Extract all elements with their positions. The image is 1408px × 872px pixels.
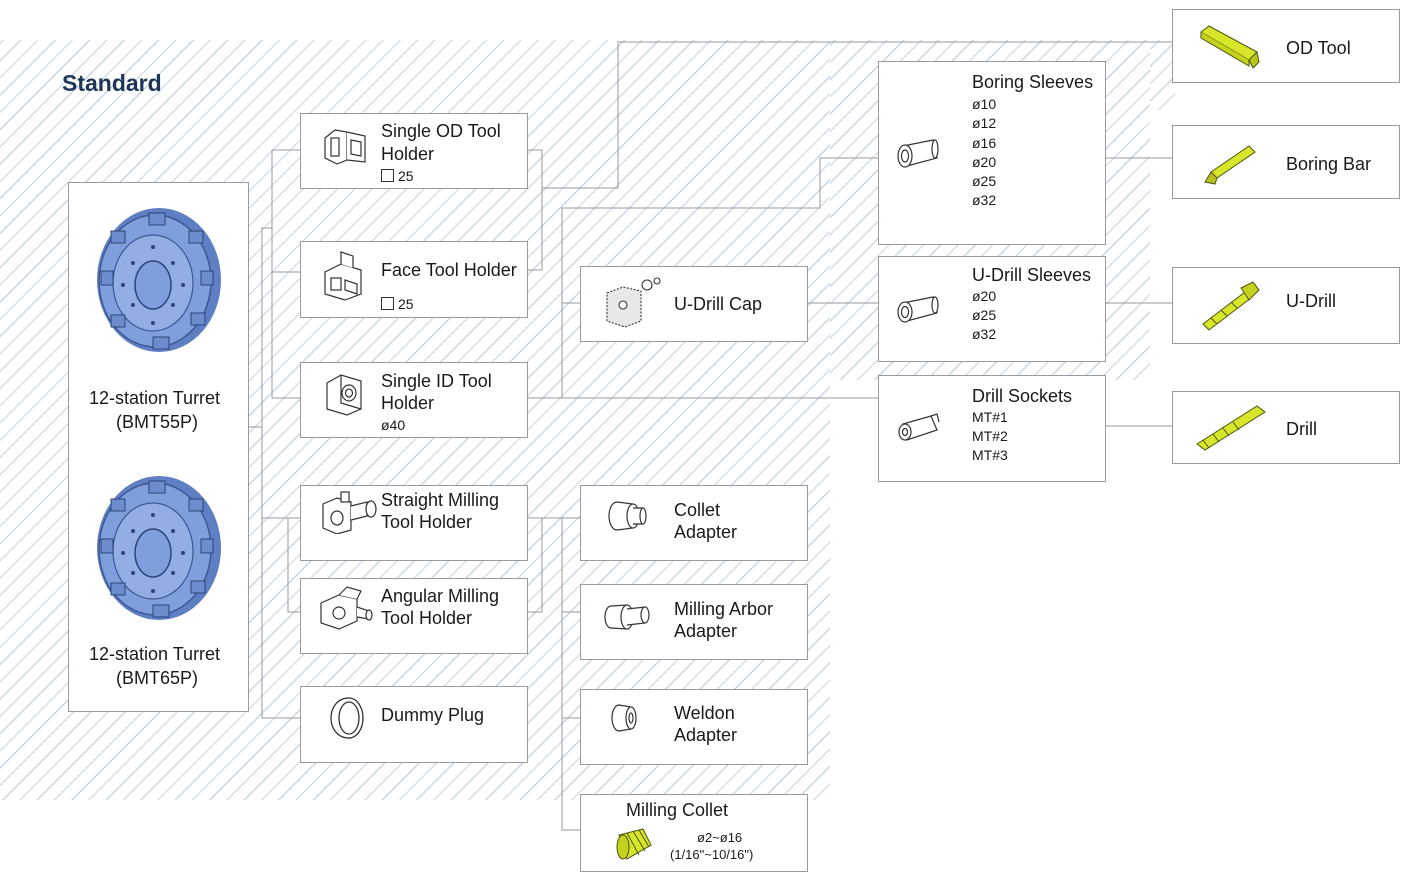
drill-tool-box[interactable]: Drill [1172, 391, 1400, 464]
udrill-sleeve-icon [893, 291, 945, 331]
angular-milling-line1: Angular Milling [381, 586, 500, 606]
boring-sleeve-size: ø12 [972, 115, 997, 131]
drill-tool-icon [1193, 402, 1269, 452]
collet-adapter-line1: Collet [674, 500, 721, 520]
angular-milling-line2: Tool Holder [381, 608, 473, 628]
boring-bar-label: Boring Bar [1286, 154, 1372, 174]
milling-arbor-line2: Adapter [674, 621, 738, 641]
milling-collet-spec2: (1/16"~10/16") [670, 847, 754, 862]
dummy-plug-icon [325, 695, 367, 741]
drill-sockets-label: Drill Sockets [972, 386, 1073, 406]
straight-milling-holder-icon [319, 490, 381, 534]
drill-socket-size: MT#3 [972, 447, 1008, 463]
single-id-holder-line2: Holder [381, 393, 435, 413]
turret-box[interactable]: 12-station Turret (BMT55P) 12-station Tu… [68, 182, 249, 712]
udrill-sleeves-label: U-Drill Sleeves [972, 265, 1092, 285]
single-id-holder-spec: ø40 [381, 417, 406, 433]
single-id-holder-line1: Single ID Tool [381, 371, 492, 391]
face-holder-icon [319, 250, 369, 302]
link-sleeves-tools [1106, 157, 1172, 427]
collet-adapter-line2: Adapter [674, 522, 738, 542]
collet-adapter-box[interactable]: Collet Adapter [580, 485, 808, 561]
boring-sleeve-size: ø32 [972, 192, 997, 208]
link-milling-adapters [527, 517, 580, 831]
link-id-sleeves [527, 157, 878, 399]
hatch-region-top [1150, 40, 1175, 110]
weldon-line1: Weldon [674, 703, 735, 723]
single-od-holder-spec: 25 [381, 167, 414, 186]
drill-socket-icon [893, 410, 945, 450]
single-od-holder-line1: Single OD Tool [381, 121, 501, 141]
udrill-sleeves-box[interactable]: U-Drill Sleeves ø20 ø25 ø32 [878, 256, 1106, 362]
square-icon [381, 169, 394, 182]
link-turret-holders [248, 149, 300, 719]
weldon-line2: Adapter [674, 725, 738, 745]
angular-milling-holder-box[interactable]: Angular Milling Tool Holder [300, 578, 528, 654]
milling-arbor-adapter-box[interactable]: Milling Arbor Adapter [580, 584, 808, 660]
single-od-tool-holder-box[interactable]: Single OD Tool Holder 25 [300, 113, 528, 189]
dummy-plug-box[interactable]: Dummy Plug [300, 686, 528, 763]
udrill-sleeve-size: ø32 [972, 326, 997, 342]
udrill-sleeve-size: ø25 [972, 307, 997, 323]
boring-sleeve-size: ø20 [972, 154, 997, 170]
od-tool-box[interactable]: OD Tool [1172, 9, 1400, 83]
straight-milling-holder-box[interactable]: Straight Milling Tool Holder [300, 485, 528, 561]
collet-adapter-icon [603, 498, 651, 534]
straight-milling-line1: Straight Milling [381, 490, 500, 510]
drill-sockets-box[interactable]: Drill Sockets MT#1 MT#2 MT#3 [878, 375, 1106, 482]
drill-tool-label: Drill [1286, 419, 1317, 439]
drill-socket-size: MT#2 [972, 428, 1008, 444]
face-tool-holder-box[interactable]: Face Tool Holder 25 [300, 241, 528, 318]
milling-arbor-line1: Milling Arbor [674, 599, 774, 619]
drill-socket-size: MT#1 [972, 409, 1008, 425]
straight-milling-line2: Tool Holder [381, 512, 473, 532]
od-tool-icon [1197, 22, 1263, 70]
boring-sleeves-label: Boring Sleeves [972, 72, 1094, 92]
udrill-tool-icon [1197, 280, 1263, 332]
turret-bmt55p-icon [93, 205, 225, 355]
milling-collet-box[interactable]: Milling Collet ø2~ø16 (1/16"~10/16") [580, 794, 808, 872]
single-id-holder-icon [323, 371, 367, 417]
udrill-cap-icon [603, 275, 663, 331]
boring-bar-box[interactable]: Boring Bar [1172, 125, 1400, 199]
boring-sleeve-size: ø16 [972, 135, 997, 151]
face-holder-spec: 25 [381, 295, 414, 314]
dummy-plug-label: Dummy Plug [381, 705, 485, 725]
boring-sleeve-size: ø25 [972, 173, 997, 189]
square-icon [381, 297, 394, 310]
udrill-tool-box[interactable]: U-Drill [1172, 267, 1400, 344]
milling-collet-label: Milling Collet [626, 800, 729, 820]
weldon-adapter-icon [607, 700, 643, 734]
udrill-cap-label: U-Drill Cap [674, 294, 763, 314]
turret-bmt65p-line1: 12-station Turret [89, 644, 221, 664]
milling-collet-spec1: ø2~ø16 [697, 830, 743, 845]
face-holder-label: Face Tool Holder [381, 260, 517, 280]
page-title: Standard [62, 70, 162, 96]
weldon-adapter-box[interactable]: Weldon Adapter [580, 689, 808, 765]
turret-bmt65p-line2: (BMT65P) [116, 668, 199, 688]
boring-sleeves-box[interactable]: Boring Sleeves ø10 ø12 ø16 ø20 ø25 ø32 [878, 61, 1106, 245]
turret-bmt55p-line2: (BMT55P) [116, 412, 199, 432]
udrill-cap-box[interactable]: U-Drill Cap [580, 266, 808, 342]
od-tool-label: OD Tool [1286, 38, 1351, 58]
boring-bar-icon [1201, 140, 1261, 190]
turret-bmt65p-icon [93, 473, 225, 623]
single-id-tool-holder-box[interactable]: Single ID Tool Holder ø40 [300, 362, 528, 438]
angular-milling-holder-icon [317, 585, 375, 633]
milling-arbor-adapter-icon [601, 597, 653, 633]
single-od-holder-icon [321, 124, 371, 166]
boring-sleeve-size: ø10 [972, 96, 997, 112]
turret-bmt55p-line1: 12-station Turret [89, 388, 221, 408]
udrill-tool-label: U-Drill [1286, 291, 1336, 311]
link-od-tool [527, 41, 1172, 271]
single-od-holder-line2: Holder [381, 144, 435, 164]
boring-sleeve-icon [893, 136, 945, 176]
udrill-sleeve-size: ø20 [972, 288, 997, 304]
milling-collet-icon [613, 825, 657, 863]
